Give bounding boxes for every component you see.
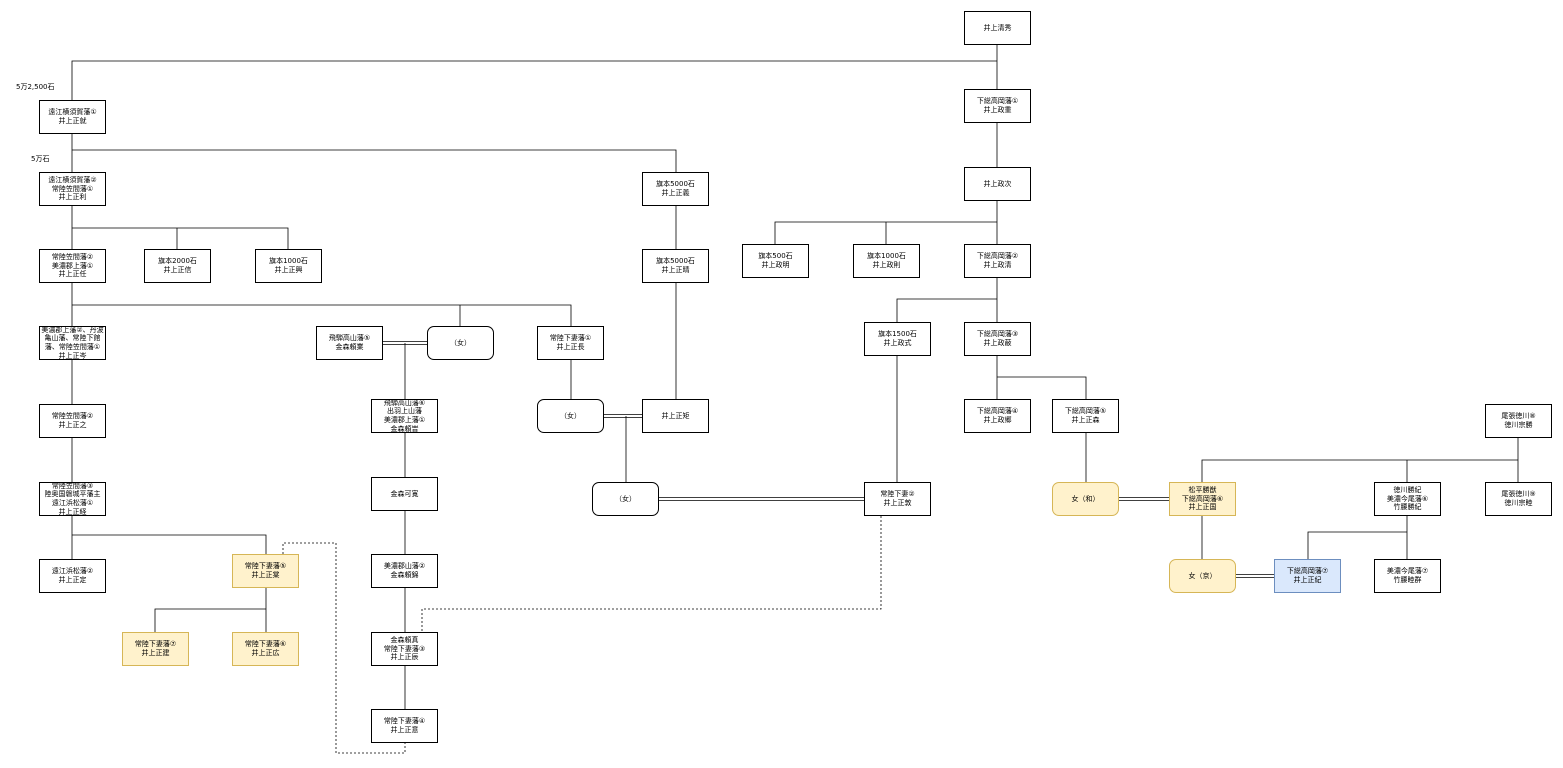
person-box: 常陸笠間藩② 井上正之 [39, 404, 106, 438]
person-box: 下総高岡藩② 井上政清 [964, 244, 1031, 278]
koku-note: 5万石 [31, 155, 50, 163]
person-box: （女） [427, 326, 494, 360]
person-box: 下総高岡藩④ 井上政郷 [964, 399, 1031, 433]
person-box: 旗本5000石 井上正晴 [642, 249, 709, 283]
person-box: 遠江横須賀藩② 常陸笠間藩① 井上正利 [39, 172, 106, 206]
descent-line [71, 60, 997, 100]
adoption-line [282, 542, 406, 754]
person-box: 常陸下妻② 井上正敦 [864, 482, 931, 516]
person-box: 美濃郡山藩② 金森頼錦 [371, 554, 438, 588]
descent-line [774, 221, 997, 244]
person-box: 旗本1500石 井上政式 [864, 322, 931, 356]
person-box: 女（和） [1052, 482, 1119, 516]
person-box: 常陸笠間藩③ 陸奥国磐城平藩主 遠江浜松藩① 井上正経 [39, 482, 106, 516]
person-box: 金森頼真 常陸下妻藩③ 井上正辰 [371, 632, 438, 666]
person-box: 常陸下妻藩⑤ 井上正棠 [232, 554, 299, 588]
person-box: 女（京） [1169, 559, 1236, 593]
person-box: 飛騨高山藩⑥ 出羽上山藩 美濃郡上藩① 金森頼旹 [371, 399, 438, 433]
descent-line [72, 304, 572, 326]
descent-line [997, 376, 1087, 399]
person-box: 常陸下妻藩① 井上正長 [537, 326, 604, 360]
person-box: 尾張徳川⑨ 徳川宗睦 [1485, 482, 1552, 516]
person-box: 井上清秀 [964, 11, 1031, 45]
descent-line [896, 298, 997, 322]
person-box: 井上正矩 [642, 399, 709, 433]
person-box: 飛騨高山藩⑤ 金森頼業 [316, 326, 383, 360]
person-box: 松平勝猷 下総高岡藩⑥ 井上正国 [1169, 482, 1236, 516]
person-box: 下総高岡藩① 井上政重 [964, 89, 1031, 123]
adoption-line [421, 516, 882, 632]
person-box: 常陸下妻藩⑥ 井上正広 [232, 632, 299, 666]
person-box: 尾張徳川⑧ 徳川宗勝 [1485, 404, 1552, 438]
person-box: 徳川勝紀 美濃今尾藩⑥ 竹腰勝紀 [1374, 482, 1441, 516]
descent-line [154, 608, 266, 632]
person-box: 旗本1000石 井上政則 [853, 244, 920, 278]
person-box: 旗本2000石 井上正信 [144, 249, 211, 283]
person-box: 下総高岡藩⑦ 井上正紀 [1274, 559, 1341, 593]
person-box: （女） [592, 482, 659, 516]
koku-note: 5万2,500石 [16, 83, 55, 91]
person-box: 下総高岡藩⑤ 井上正森 [1052, 399, 1119, 433]
person-box: 旗本500石 井上政明 [742, 244, 809, 278]
person-box: 金森可寛 [371, 477, 438, 511]
person-box: 井上政次 [964, 167, 1031, 201]
person-box: 常陸下妻藩④ 井上正意 [371, 709, 438, 743]
person-box: 旗本1000石 井上正興 [255, 249, 322, 283]
person-box: 遠江浜松藩② 井上正定 [39, 559, 106, 593]
descent-line [72, 534, 267, 554]
descent-line [1201, 459, 1518, 482]
person-box: 旗本5000石 井上正義 [642, 172, 709, 206]
person-box: 下総高岡藩③ 井上政蔽 [964, 322, 1031, 356]
person-box: 遠江横須賀藩① 井上正就 [39, 100, 106, 134]
descent-line [72, 227, 289, 249]
person-box: 常陸下妻藩⑦ 井上正建 [122, 632, 189, 666]
person-box: 美濃郡上藩②、丹波 亀山藩、常陸下館 藩、常陸笠間藩① 井上正岑 [39, 326, 106, 360]
descent-line [1307, 531, 1407, 559]
person-box: 常陸笠間藩② 美濃郡上藩① 井上正任 [39, 249, 106, 283]
descent-line [72, 149, 677, 172]
person-box: （女） [537, 399, 604, 433]
person-box: 美濃今尾藩⑦ 竹腰睦群 [1374, 559, 1441, 593]
